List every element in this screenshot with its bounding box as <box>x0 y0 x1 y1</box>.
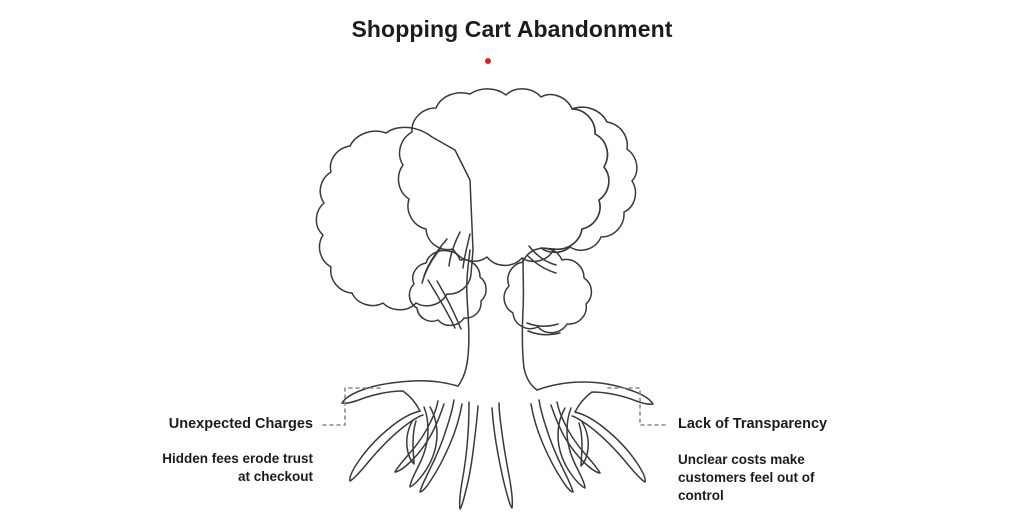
root-outer-right <box>536 381 654 413</box>
root-center-right <box>491 402 514 509</box>
branch-inner-left <box>448 231 461 267</box>
branch-heading-left: Unexpected Charges <box>168 416 313 432</box>
canopy-blob-small-right <box>503 247 593 334</box>
branch-left-lower <box>427 279 456 329</box>
branch-fork-left-2 <box>421 247 442 284</box>
connector-dashed-left <box>321 387 381 426</box>
root-center-mid <box>458 401 479 510</box>
root-left-arm-1 <box>349 410 424 482</box>
root-right-inner <box>530 399 574 493</box>
canopy-blob-left <box>315 126 474 311</box>
branch-heading-right: Lack of Transparency <box>678 416 828 432</box>
root-right-arm-1 <box>571 411 646 483</box>
connector-dashed-right <box>607 387 668 426</box>
branch-description-right: Unclear costs make customers feel out of… <box>678 451 938 505</box>
branch-right-lower-2 <box>527 330 561 336</box>
root-center-left <box>419 399 463 493</box>
root-outer-left <box>341 380 459 412</box>
branch-right-upper-2 <box>527 255 557 274</box>
root-tip-right-small <box>578 421 589 467</box>
page-title: Shopping Cart Abandonment <box>351 16 673 42</box>
branch-inner-left-2 <box>462 233 471 269</box>
branch-fork-left <box>423 238 448 277</box>
root-tip-left-small <box>406 419 417 465</box>
branch-description-left-line-1: Hidden fees erode trust <box>162 451 313 466</box>
root-left-arm-3 <box>394 400 445 473</box>
canopy-blob-top <box>397 88 610 267</box>
root-right-arm-3 <box>550 401 601 474</box>
root-right-arm-2 <box>557 407 586 489</box>
branch-description-left-line-2: at checkout <box>237 469 313 484</box>
branch-description-right-line-1: Unclear costs make <box>678 452 805 467</box>
branch-right-upper <box>528 245 557 266</box>
branch-description-right-line-3: control <box>678 488 724 503</box>
root-left-arm-2 <box>409 406 438 488</box>
branch-right-lower <box>526 322 559 327</box>
branch-description-left: Hidden fees erode trust at checkout <box>53 450 313 486</box>
accent-dot <box>485 58 491 64</box>
branch-left-lower-2 <box>436 280 462 330</box>
trunk-left <box>457 249 471 387</box>
branch-description-right-line-2: customers feel out of <box>678 470 815 485</box>
trunk-right <box>521 257 538 391</box>
canopy-blob-small-left <box>408 249 487 327</box>
canopy-blob-right <box>540 106 638 254</box>
